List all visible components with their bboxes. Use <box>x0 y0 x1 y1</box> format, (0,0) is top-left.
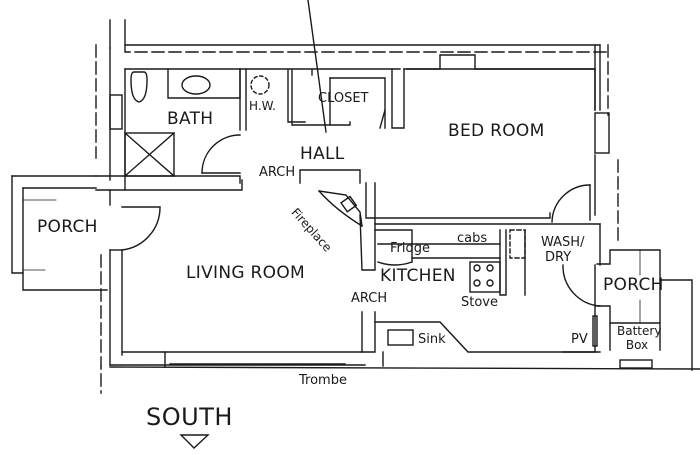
north-wall <box>109 19 601 111</box>
label-battery-box: Battery Box <box>617 324 662 352</box>
closet-walls <box>287 0 405 133</box>
room-label-bath: BATH <box>167 109 214 129</box>
label-battery-line2: Box <box>625 338 649 352</box>
south-wall <box>100 311 700 370</box>
room-label-dry: DRY <box>545 250 572 265</box>
fireplace <box>318 190 376 271</box>
label-stove: Stove <box>461 295 498 310</box>
room-label-bedroom: BED ROOM <box>448 121 545 141</box>
bath-fixtures <box>124 68 270 177</box>
label-hot-water: H.W. <box>249 99 276 113</box>
porch-east <box>562 223 693 371</box>
label-battery-line1: Battery <box>617 324 662 338</box>
room-label-closet: CLOSET <box>318 91 369 106</box>
label-cabs: cabs <box>457 231 488 246</box>
room-label-hall: HALL <box>300 144 345 164</box>
label-pv: PV <box>571 332 588 347</box>
room-label-kitchen: KITCHEN <box>380 266 456 286</box>
room-label-wash: WASH/ <box>541 235 585 250</box>
label-fridge: Fridge <box>390 241 430 256</box>
orientation-label-south: SOUTH <box>146 403 233 431</box>
label-sink: Sink <box>418 332 446 347</box>
room-label-porch-west: PORCH <box>37 217 98 237</box>
bath-living-divider <box>95 169 361 191</box>
kitchen-fixtures <box>374 229 526 296</box>
label-arch-hall: ARCH <box>259 165 296 180</box>
room-label-porch-east: PORCH <box>603 275 664 295</box>
bedroom-walls <box>365 68 610 225</box>
south-arrow <box>179 434 210 449</box>
label-arch-kitchen: ARCH <box>351 291 388 306</box>
porch-west <box>11 175 161 366</box>
label-trombe: Trombe <box>299 373 347 388</box>
room-label-living-room: LIVING ROOM <box>186 263 305 283</box>
west-wall-north <box>109 47 126 181</box>
outer-dashed-envelope <box>95 44 619 394</box>
